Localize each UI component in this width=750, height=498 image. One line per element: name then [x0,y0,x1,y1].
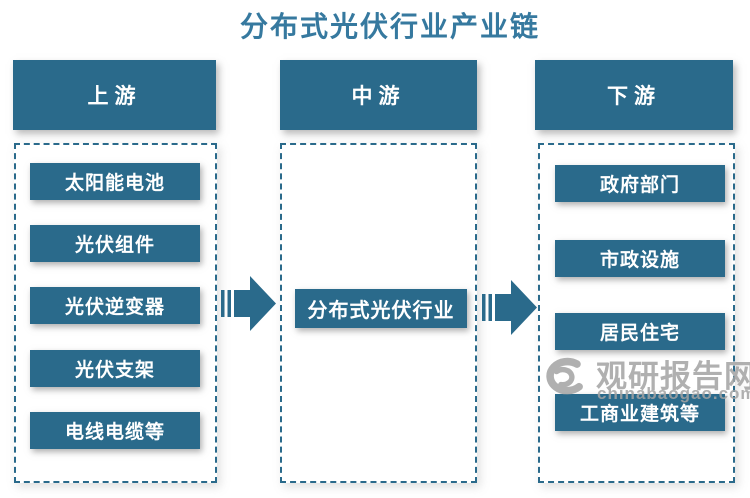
downstream-item-residential: 居民住宅 [555,313,725,350]
midstream-header: 中游 [280,60,477,130]
upstream-panel [14,143,217,483]
upstream-item-pv-module: 光伏组件 [30,225,200,262]
flow-arrow-upstream-to-midstream-icon [221,276,276,331]
downstream-item-industrial-commercial: 工商业建筑等 [555,394,725,431]
upstream-item-pv-bracket: 光伏支架 [30,350,200,387]
midstream-item-distributed-pv-industry: 分布式光伏行业 [295,289,467,328]
upstream-header: 上游 [13,60,216,130]
upstream-item-wire-cable: 电线电缆等 [30,412,200,449]
upstream-item-pv-inverter: 光伏逆变器 [30,287,200,324]
downstream-item-government: 政府部门 [555,165,725,202]
downstream-item-municipal-facilities: 市政设施 [555,240,725,277]
downstream-panel [538,143,735,483]
downstream-header: 下游 [535,60,733,130]
diagram-title: 分布式光伏行业产业链 [239,12,540,43]
flow-arrow-midstream-to-downstream-icon [482,280,537,335]
midstream-panel [280,143,477,483]
upstream-item-solar-cell: 太阳能电池 [30,163,200,200]
